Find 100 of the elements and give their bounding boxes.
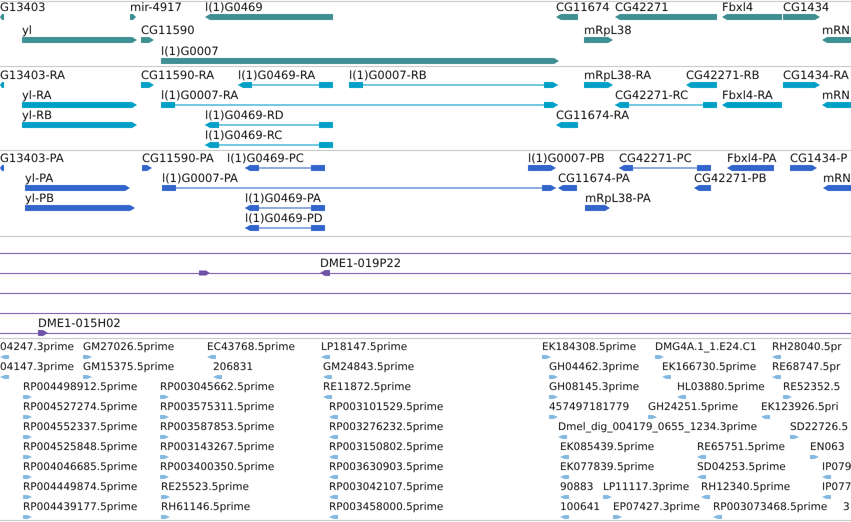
feature-label: RE68747.5pr bbox=[772, 360, 840, 374]
feature-label: RP003143267.5prime bbox=[160, 440, 274, 454]
feature-label: DMG4A.1_1.E24.C1 bbox=[655, 340, 757, 354]
feature-label: RP004498912.5prime bbox=[23, 380, 138, 394]
feature-label: IP077 bbox=[822, 480, 851, 494]
feature-label: Dmel_dig_004179_0655_1234.3prime bbox=[558, 420, 758, 434]
feature-label: EK166730.5prime bbox=[662, 360, 756, 374]
feature-label: GH08145.3prime bbox=[549, 380, 640, 394]
feature-label: l(1)G0007-RA bbox=[161, 88, 238, 102]
feature-label: EK184308.5prime bbox=[542, 340, 636, 354]
feature-label: GH04462.3prime bbox=[549, 360, 640, 374]
feature-label: yl-RB bbox=[22, 108, 52, 122]
feature-label: SD22726.5 bbox=[790, 420, 848, 434]
feature-label: mir-4917 bbox=[130, 0, 182, 14]
feature-label: RP003587853.5prime bbox=[160, 420, 274, 434]
feature-label: l(1)G0007-PA bbox=[162, 171, 238, 185]
feature-label: Fbxl4 bbox=[722, 0, 754, 14]
feature-label: yl-PB bbox=[25, 191, 54, 205]
feature-label: 457497181779 bbox=[549, 400, 630, 414]
feature-label: GM27026.5prime bbox=[83, 340, 174, 354]
feature-label: EN063 bbox=[810, 440, 845, 454]
feature-label: yl-PA bbox=[25, 171, 54, 185]
feature-label: l(1)G0469-PA bbox=[245, 191, 321, 205]
feature-label: RP004449874.5prime bbox=[23, 480, 138, 494]
feature-label: CG42271 bbox=[615, 0, 669, 14]
feature-label: CG42271-RB bbox=[686, 68, 760, 82]
feature-label: yl bbox=[22, 23, 32, 37]
feature-label: mRpL38-PA bbox=[585, 191, 651, 205]
feature-label: Fbxl4-PA bbox=[727, 151, 776, 165]
feature-label: CG42271-RC bbox=[615, 88, 688, 102]
feature-label: 3 bbox=[843, 500, 850, 514]
feature-label: LP18147.5prime bbox=[321, 340, 408, 354]
feature-label: RP003042107.5prime bbox=[329, 480, 444, 494]
feature-label: yl-RA bbox=[22, 88, 52, 102]
feature-label: l(1)G0469-RD bbox=[205, 108, 284, 122]
feature-label: RP003276232.5prime bbox=[329, 420, 444, 434]
feature-label: mRpL38 bbox=[584, 23, 632, 37]
feature-label: RP003458000.5prime bbox=[329, 500, 444, 514]
feature-label: RP004439177.5prime bbox=[23, 500, 138, 514]
feature-label: RP004527274.5prime bbox=[23, 400, 138, 414]
feature-label: CG1434-P bbox=[790, 151, 848, 165]
feature-label: EP07427.3prime bbox=[613, 500, 700, 514]
feature-label: G13403-RA bbox=[0, 68, 66, 82]
feature-label: CG1434 bbox=[783, 0, 830, 14]
feature-label: RP003073468.5prime bbox=[713, 500, 828, 514]
feature-label: l(1)G0007-RB bbox=[349, 68, 427, 82]
feature-label: CG1434-RA bbox=[783, 68, 849, 82]
feature-label: CG11590-RA bbox=[141, 68, 214, 82]
feature-label: mRN bbox=[822, 23, 850, 37]
feature-label: mRN bbox=[823, 171, 851, 185]
feature-label: RP003575311.5prime bbox=[160, 400, 274, 414]
feature-label: 206831 bbox=[213, 360, 254, 374]
feature-label: CG42271-PC bbox=[619, 151, 692, 165]
feature-label: 04247.3prime bbox=[0, 340, 74, 354]
feature-label: RP004525848.5prime bbox=[23, 440, 138, 454]
feature-label: CG42271-PB bbox=[694, 171, 766, 185]
feature-label: CG11590 bbox=[141, 23, 195, 37]
feature-label: mRpL38-RA bbox=[584, 68, 652, 82]
feature-label: EK077839.5prime bbox=[560, 460, 654, 474]
feature-label: RP003400350.5prime bbox=[160, 460, 274, 474]
feature-label: RP004046685.5prime bbox=[23, 460, 138, 474]
feature-label: mRN bbox=[822, 88, 850, 102]
feature-label: 100641 bbox=[560, 500, 600, 514]
feature-label: DME1-015H02 bbox=[38, 316, 121, 330]
feature-label: CG11674-PA bbox=[558, 171, 630, 185]
feature-label: RP003630903.5prime bbox=[329, 460, 444, 474]
feature-label: l(1)G0469-PC bbox=[227, 151, 304, 165]
feature-label: l(1)G0469-RA bbox=[238, 68, 316, 82]
feature-label: CG11674 bbox=[556, 0, 610, 14]
feature-label: EC43768.5prime bbox=[207, 340, 295, 354]
feature-label: 90883 bbox=[560, 480, 594, 494]
feature-label: GM15375.5prime bbox=[83, 360, 174, 374]
feature-label: G13403 bbox=[0, 0, 46, 14]
feature-label: RE65751.5prime bbox=[697, 440, 785, 454]
feature-label: l(1)G0469-PD bbox=[245, 211, 323, 225]
feature-label: SD04253.5prime bbox=[697, 460, 786, 474]
feature-label: RP004552337.5prime bbox=[23, 420, 138, 434]
feature-label: 04147.3prime bbox=[0, 360, 74, 374]
feature-label: GH24251.5prime bbox=[648, 400, 738, 414]
feature-label: Fbxl4-RA bbox=[722, 88, 773, 102]
feature-label: IP079 bbox=[822, 460, 851, 474]
feature-label: l(1)G0469 bbox=[205, 0, 263, 14]
feature-label: l(1)G0007 bbox=[161, 44, 219, 58]
feature-label: RH61146.5prime bbox=[161, 500, 250, 514]
feature-label: HL03880.5prime bbox=[677, 380, 765, 394]
feature-label: EK085439.5prime bbox=[560, 440, 654, 454]
feature-label: l(1)G0469-RC bbox=[205, 128, 282, 142]
feature-label: RP003101529.5prime bbox=[329, 400, 444, 414]
feature-label: RH12340.5prime bbox=[701, 480, 790, 494]
feature-label: LP11117.3prime bbox=[603, 480, 690, 494]
feature-label: CG11674-RA bbox=[556, 108, 630, 122]
feature-label: RP003150802.5prime bbox=[329, 440, 444, 454]
feature-label: l(1)G0007-PB bbox=[528, 151, 605, 165]
feature-label: GM24843.5prime bbox=[323, 360, 414, 374]
feature-label: RH28040.5pr bbox=[772, 340, 842, 354]
feature-label: CG11590-PA bbox=[142, 151, 214, 165]
feature-label: DME1-019P22 bbox=[320, 256, 402, 270]
feature-label: RE11872.5prime bbox=[323, 380, 411, 394]
feature-label: RE25523.5prime bbox=[161, 480, 249, 494]
feature-label: G13403-PA bbox=[0, 151, 64, 165]
